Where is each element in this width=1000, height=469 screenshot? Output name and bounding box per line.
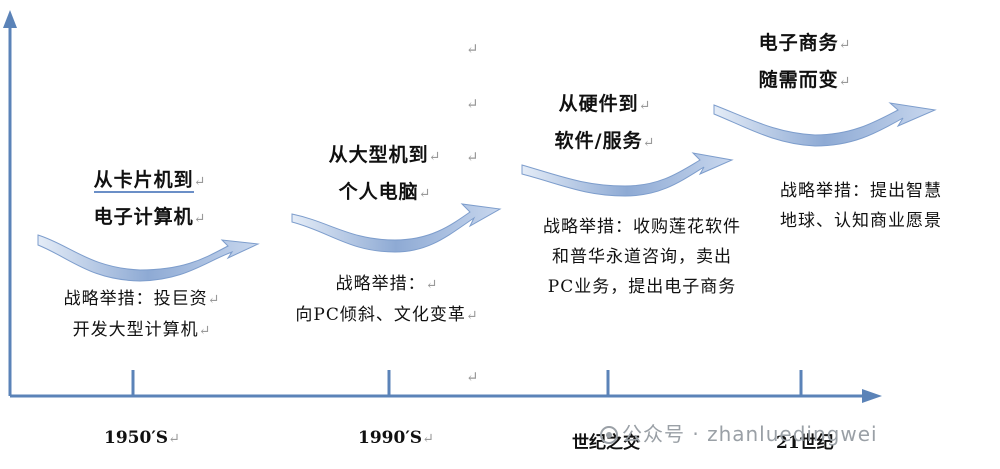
swoosh-arrow-1	[37, 234, 260, 282]
watermark: 公众号 · zhanluedingwei	[600, 418, 878, 447]
x-tick-label-21st-century: 21世纪	[776, 433, 834, 453]
paragraph-mark: ↵	[466, 40, 479, 58]
strategy-line: PC业务，提出电子商务	[547, 277, 737, 297]
strategy-text-3: 战略举措：收购莲花软件 和普华永道咨询，卖出 PC业务，提出电子商务	[512, 212, 772, 302]
stage-title-line: 电子计算机	[93, 206, 194, 228]
x-tick-label-1950s: 1950′S↵	[104, 428, 180, 448]
strategy-line: 向PC倾斜、文化变革	[295, 305, 466, 325]
stage-title-line: 随需而变	[758, 69, 839, 91]
strategy-line: 和普华永道咨询，卖出	[552, 247, 732, 267]
wechat-official-account-icon	[600, 425, 618, 444]
strategy-text-1: 战略举措：投巨资↵ 开发大型计算机↵	[63, 289, 221, 340]
strategy-line: 战略举措：收购莲花软件	[543, 217, 741, 237]
swoosh-arrow-3	[521, 152, 734, 197]
y-axis-arrowhead	[3, 10, 17, 28]
strategy-line: 战略举措：投巨资	[63, 289, 208, 309]
stage-title-line: 从卡片机到	[93, 169, 194, 193]
x-tick-label-1990s: 1990′S↵	[358, 428, 434, 448]
strategy-line: 战略举措：提出智慧	[780, 181, 942, 201]
strategy-line: 战略举措：	[335, 274, 426, 294]
x-axis-arrowhead	[862, 389, 882, 403]
swoosh-arrow-2	[291, 203, 502, 253]
strategy-text-2: 战略举措：↵ 向PC倾斜、文化变革↵	[295, 274, 479, 325]
stage-title-line: 从硬件到	[558, 93, 639, 115]
stage-title-line: 个人电脑	[338, 181, 419, 203]
stage-title-2: 从大型机到↵ 个人电脑↵	[328, 144, 442, 203]
stage-title-4: 电子商务↵ 随需而变↵	[758, 32, 852, 91]
stage-title-3: 从硬件到↵ 软件/服务↵	[554, 93, 656, 152]
strategy-line: 地球、认知商业愿景	[780, 211, 942, 231]
strategy-text-4: 战略举措：提出智慧 地球、认知商业愿景	[780, 176, 995, 236]
stage-title-1: 从卡片机到↵ 电子计算机↵	[93, 169, 207, 228]
stage-title-line: 软件/服务	[554, 130, 643, 152]
paragraph-mark: ↵	[466, 368, 479, 386]
paragraph-mark: ↵	[466, 95, 479, 113]
watermark-text: 公众号 · zhanluedingwei	[622, 422, 878, 446]
swoosh-arrow-4	[713, 102, 937, 147]
paragraph-mark: ↵	[466, 148, 479, 166]
stage-title-line: 电子商务	[758, 32, 839, 54]
strategy-line: 开发大型计算机	[72, 320, 199, 340]
stage-title-line: 从大型机到	[328, 144, 429, 166]
